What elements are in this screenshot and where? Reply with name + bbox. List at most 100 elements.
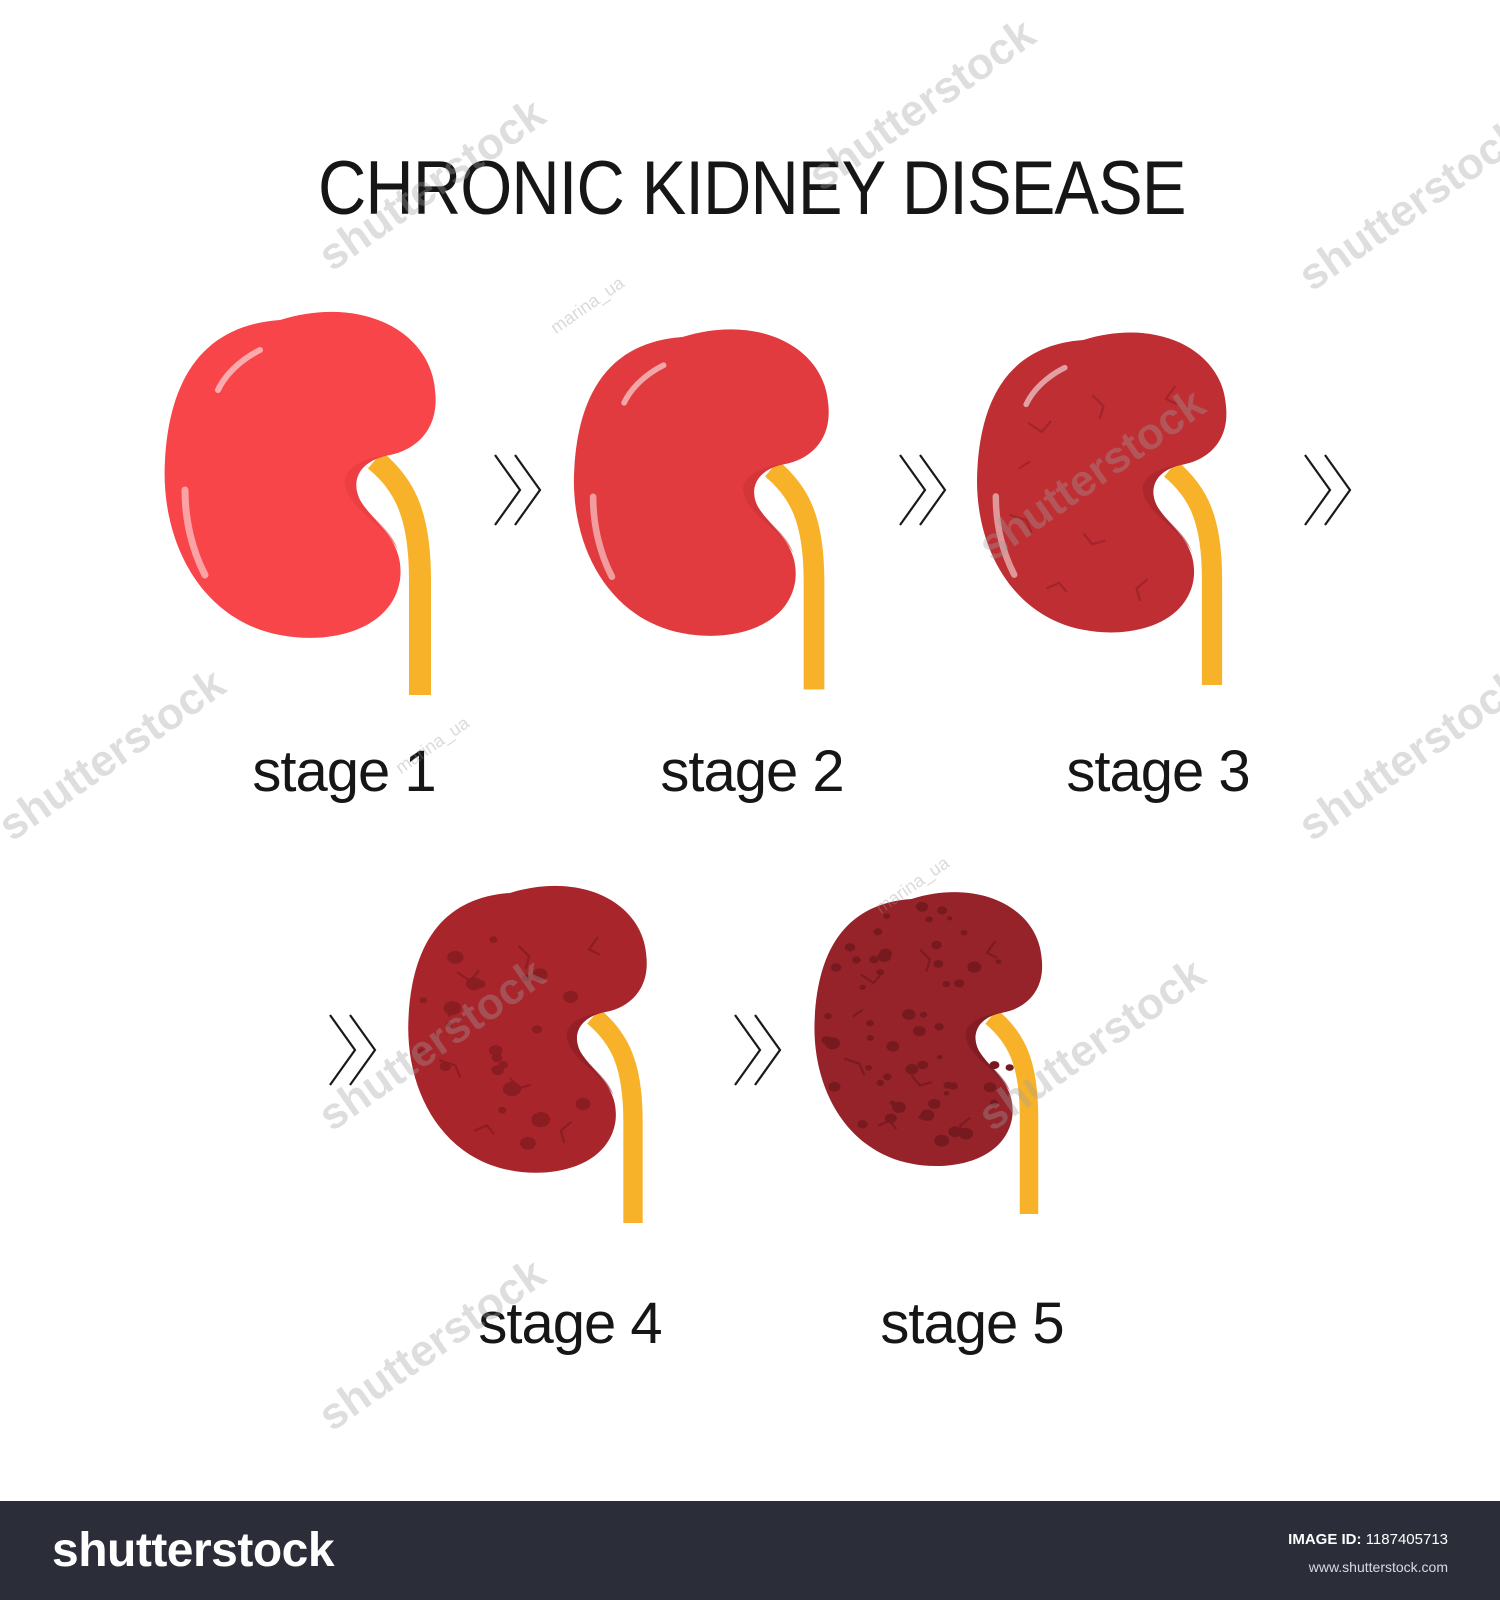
kidney-shade-stage-5 xyxy=(965,1012,1011,1093)
vein-stage-4 xyxy=(474,1123,495,1135)
lesion-spot-stage-4 xyxy=(465,977,483,991)
ureter-stage-1 xyxy=(367,451,431,695)
lesion-spot-stage-5 xyxy=(995,959,1002,964)
highlight-side-stage-2 xyxy=(589,493,616,580)
lesion-spot-stage-5 xyxy=(866,1034,874,1041)
vein-stage-5 xyxy=(860,972,883,985)
kidney-stage-2 xyxy=(573,329,829,690)
vein-stage-5 xyxy=(985,940,998,959)
lesion-spot-stage-5 xyxy=(884,1113,897,1124)
chevron-right-icon xyxy=(899,454,927,526)
vein-stage-3 xyxy=(1018,460,1031,470)
kidney-shade-stage-4 xyxy=(566,1011,614,1096)
stage-1-label: stage 1 xyxy=(252,739,436,804)
lesion-spot-stage-5 xyxy=(948,1126,962,1138)
lesion-spot-stage-5 xyxy=(989,1099,999,1107)
lesion-spot-stage-5 xyxy=(865,1064,872,1071)
lesion-spot-stage-5 xyxy=(873,928,883,936)
vein-stage-3 xyxy=(1009,513,1033,534)
lesion-spot-stage-5 xyxy=(934,1023,944,1031)
lesion-spot-stage-5 xyxy=(989,1061,1000,1070)
kidney-stage-5 xyxy=(814,892,1043,1215)
lesion-spot-stage-5 xyxy=(967,961,982,973)
lesion-spot-stage-5 xyxy=(892,1101,906,1113)
lesion-spot-stage-5 xyxy=(869,955,879,964)
lesion-spot-stage-4 xyxy=(445,1021,453,1028)
lesion-spot-stage-4 xyxy=(502,1081,521,1097)
lesion-spot-stage-5 xyxy=(920,1109,935,1121)
vein-stage-3 xyxy=(1091,394,1105,420)
chevron-right-icon xyxy=(919,454,947,526)
kidney-shade-stage-2 xyxy=(743,463,794,554)
vein-stage-3 xyxy=(1135,578,1149,602)
stage-2-label: stage 2 xyxy=(660,739,844,804)
chevron-right-icon xyxy=(514,454,542,526)
lesion-spot-stage-4 xyxy=(417,1048,426,1055)
chevron-right-icon xyxy=(494,454,522,526)
image-id-value: 1187405713 xyxy=(1365,1531,1448,1548)
lesion-spot-stage-4 xyxy=(488,1045,503,1057)
lesion-spot-stage-5 xyxy=(828,1081,841,1092)
progression-arrow-2 xyxy=(899,454,947,526)
lesion-spot-stage-4 xyxy=(491,1065,504,1076)
lesion-spot-stage-5 xyxy=(960,929,968,936)
lesion-spot-stage-4 xyxy=(489,936,498,943)
stage-5-label: stage 5 xyxy=(880,1291,1064,1356)
footer-url[interactable]: www.shutterstock.com xyxy=(1308,1559,1448,1575)
lesion-spot-stage-5 xyxy=(859,984,866,990)
vein-stage-3 xyxy=(1082,532,1106,546)
progression-arrow-5 xyxy=(734,1014,782,1086)
ureter-stage-3 xyxy=(1163,461,1223,686)
vein-stage-4 xyxy=(439,1059,462,1079)
stage-4-label: stage 4 xyxy=(478,1291,662,1356)
chevron-right-icon xyxy=(754,1014,782,1086)
footer-logo[interactable]: shutterstock xyxy=(52,1524,335,1577)
ureter-stage-4 xyxy=(587,1008,643,1223)
lesion-spot-stage-4 xyxy=(439,1061,451,1072)
chevron-right-icon xyxy=(1324,454,1352,526)
progression-arrow-1 xyxy=(494,454,542,526)
diagram-title: CHRONIC KIDNEY DISEASE xyxy=(317,146,1187,231)
lesion-spot-stage-5 xyxy=(925,916,933,923)
lesion-spot-stage-4 xyxy=(419,997,427,1004)
lesion-spot-stage-4 xyxy=(498,1106,507,1114)
lesion-spot-stage-5 xyxy=(937,1054,943,1060)
lesion-spot-stage-4 xyxy=(575,1098,591,1110)
kidney-stage-3 xyxy=(977,332,1227,686)
lesion-spot-stage-4 xyxy=(531,1025,543,1034)
chevron-right-icon xyxy=(734,1014,762,1086)
lesion-spot-stage-5 xyxy=(877,951,892,963)
ureter-stage-2 xyxy=(764,460,825,690)
lesion-spot-stage-5 xyxy=(866,1020,874,1027)
lesion-spot-stage-5 xyxy=(933,959,944,968)
lesion-spot-stage-5 xyxy=(931,940,942,950)
highlight-side-stage-3 xyxy=(992,493,1018,578)
stage-3-label: stage 3 xyxy=(1066,739,1250,804)
lesion-spot-stage-5 xyxy=(876,1079,885,1087)
lesion-spot-stage-5 xyxy=(954,979,965,988)
lesion-spot-stage-5 xyxy=(824,1012,832,1020)
vein-stage-5 xyxy=(910,1074,932,1087)
lesion-spot-stage-5 xyxy=(857,1120,868,1129)
lesion-spot-stage-5 xyxy=(937,906,948,915)
lesion-spot-stage-5 xyxy=(947,916,953,921)
lesion-spot-stage-5 xyxy=(942,981,951,988)
kidney-stage-4 xyxy=(408,885,647,1223)
kidney-stage-1 xyxy=(164,311,436,695)
lesion-spot-stage-4 xyxy=(522,974,531,981)
ureter-stage-5 xyxy=(985,1009,1039,1215)
highlight-top-stage-2 xyxy=(621,362,667,406)
lesion-spot-stage-5 xyxy=(928,1098,941,1109)
highlight-side-stage-1 xyxy=(181,486,209,579)
lesion-spot-stage-5 xyxy=(917,1060,929,1070)
lesion-spot-stage-5 xyxy=(821,1036,832,1045)
vein-stage-4 xyxy=(517,945,531,969)
lesion-spot-stage-5 xyxy=(918,1115,924,1120)
lesion-spot-stage-5 xyxy=(1005,1064,1014,1071)
kidney-stages-graphic xyxy=(164,311,1352,1223)
lesion-spot-stage-5 xyxy=(912,1026,926,1037)
progression-arrow-3 xyxy=(1304,454,1352,526)
lesion-spot-stage-5 xyxy=(902,1009,916,1020)
vein-stage-4 xyxy=(587,936,601,956)
